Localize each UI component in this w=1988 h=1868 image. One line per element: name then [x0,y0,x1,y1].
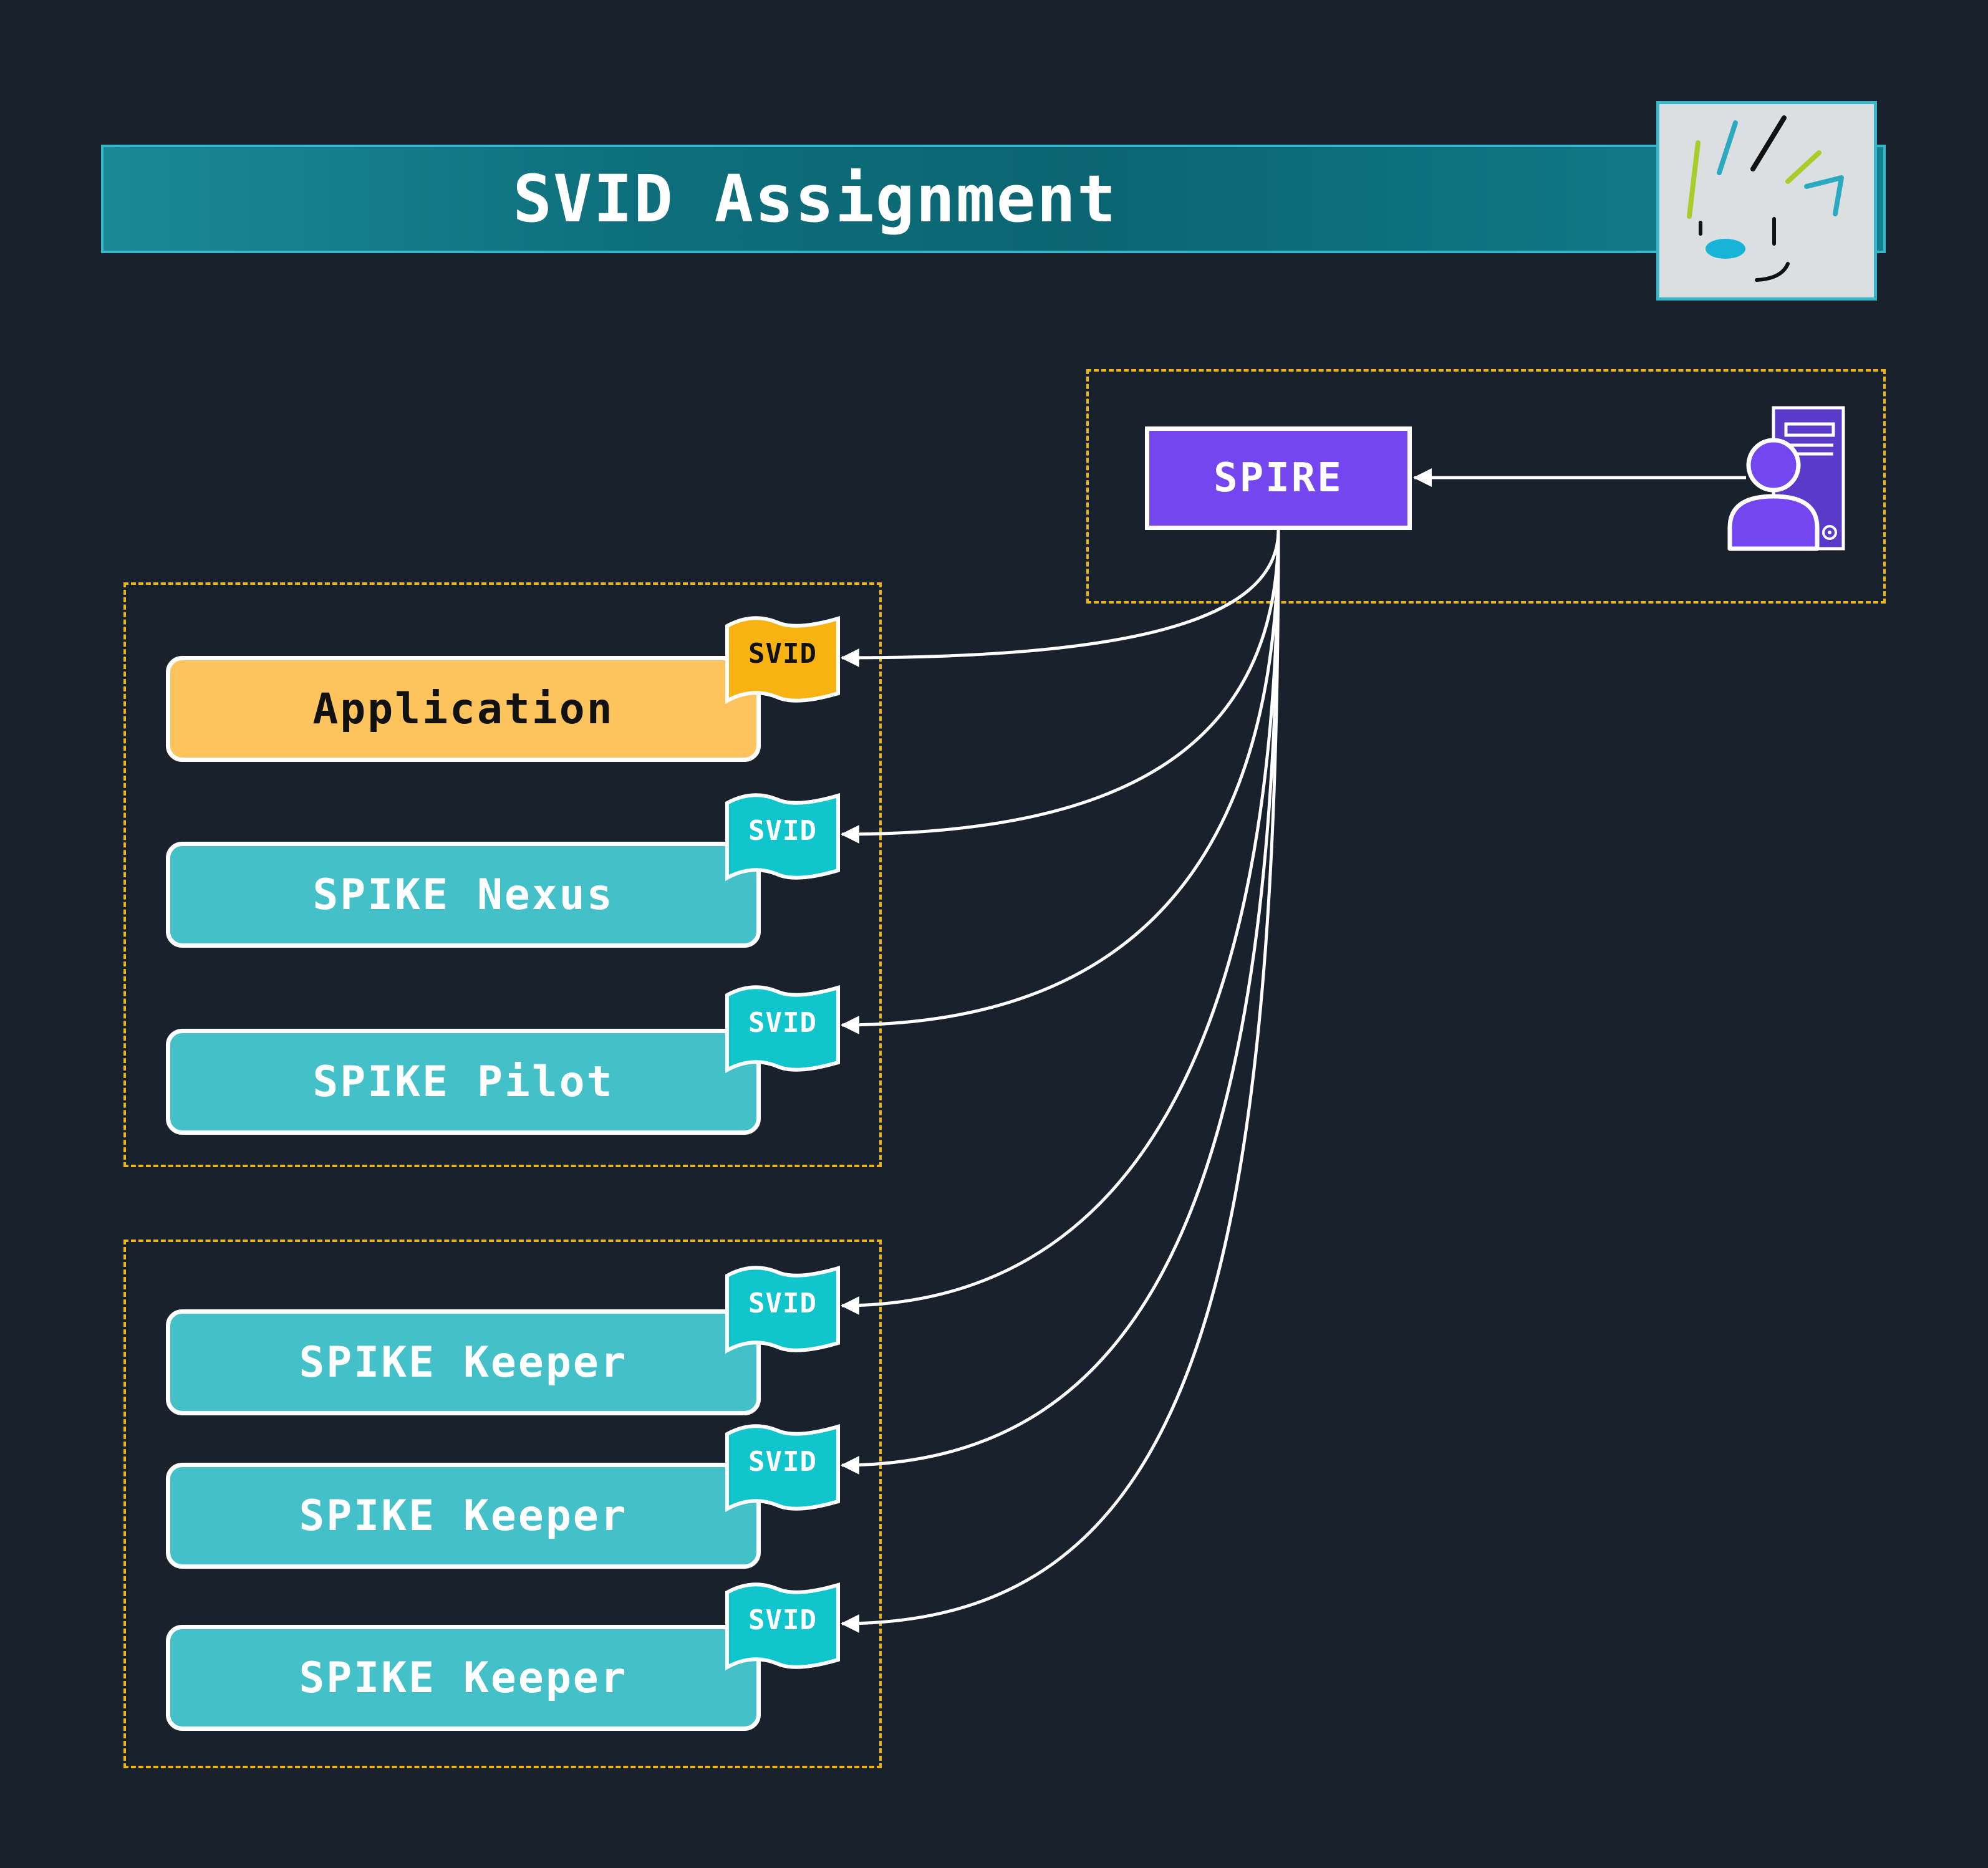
spire-to-application-arrow [841,529,1280,667]
spiffe-logo-icon [1656,101,1877,301]
service-label: SPIKE Pilot [312,1057,614,1107]
svid-label: SVID [748,637,817,670]
service-spike-keeper-1: SPIKE Keeper [166,1309,761,1415]
service-label: SPIKE Nexus [312,870,614,920]
svid-label: SVID [748,1287,817,1319]
service-label: Application [312,684,614,734]
svid-label: SVID [748,1006,817,1039]
service-spike-keeper-2: SPIKE Keeper [166,1463,761,1569]
service-label: SPIKE Keeper [299,1653,628,1703]
service-spike-keeper-3: SPIKE Keeper [166,1625,761,1731]
svid-label: SVID [748,1604,817,1636]
page-title: SVID Assignment [513,161,1117,237]
service-label: SPIKE Keeper [299,1337,628,1387]
spire-to-keeper2-arrow [841,529,1280,1475]
svid-label: SVID [748,1445,817,1478]
keeper-group [123,1240,882,1768]
spire-to-nexus-arrow [841,529,1280,844]
service-label: SPIKE Keeper [299,1491,628,1541]
title-bar [101,145,1886,253]
admin-server-icon [1724,404,1848,554]
service-spike-pilot: SPIKE Pilot [166,1029,761,1135]
workload-group [123,582,882,1167]
spire-node: SPIRE [1145,426,1412,530]
service-application: Application [166,656,761,762]
spire-group [1086,369,1886,604]
spire-to-keeper1-arrow [841,529,1280,1315]
svid-label: SVID [748,814,817,847]
spire-to-keeper3-arrow [841,529,1280,1633]
spire-to-pilot-arrow [841,529,1280,1034]
service-spike-nexus: SPIKE Nexus [166,842,761,948]
